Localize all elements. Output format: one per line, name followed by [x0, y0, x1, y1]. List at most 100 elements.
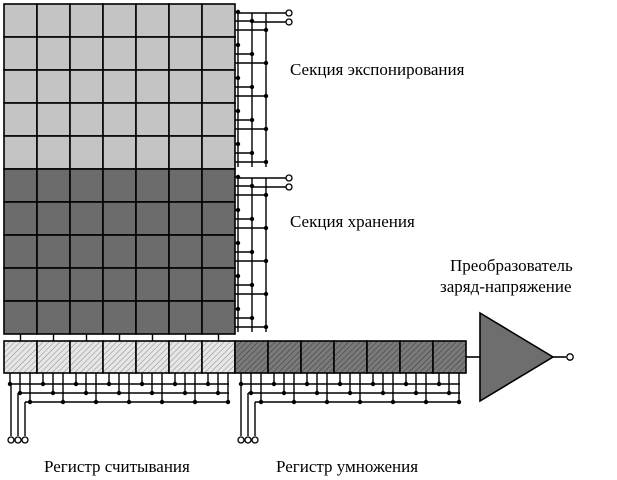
image-pixel-cell — [36, 36, 71, 71]
readout-register — [3, 340, 236, 374]
multiplication-register-clock-lines — [237, 373, 462, 444]
register-clock-junction — [446, 390, 452, 396]
storage-pixel-cell — [201, 201, 236, 236]
register-clock-junction — [423, 399, 429, 405]
register-clock-junction — [73, 381, 79, 387]
register-clock-junction — [159, 399, 165, 405]
clock-terminal-circle — [285, 183, 293, 191]
readout-register-clock-lines — [7, 373, 231, 444]
storage-pixel-cell — [135, 234, 170, 269]
register-clock-junction — [215, 390, 221, 396]
register-clock-junction — [192, 399, 198, 405]
transfer-ticks — [19, 334, 220, 341]
storage-pixel-cell — [168, 300, 203, 335]
multiplication-register-label: Регистр умножения — [276, 457, 418, 476]
clock-terminal-circle — [285, 18, 293, 26]
image-pixel-cell — [135, 135, 170, 170]
register-clock-junction — [7, 381, 13, 387]
storage-pixel-cell — [102, 201, 137, 236]
storage-pixel-cell — [36, 267, 71, 302]
storage-pixel-cell — [69, 168, 104, 203]
storage-pixel-cell — [168, 168, 203, 203]
register-clock-junction — [172, 381, 178, 387]
register-clock-junction — [337, 381, 343, 387]
register-clock-junction — [225, 399, 231, 405]
register-clock-junction — [126, 399, 132, 405]
register-clock-junction — [93, 399, 99, 405]
converter-label-line1: Преобразователь — [450, 256, 573, 275]
register-clock-junction — [403, 381, 409, 387]
image-pixel-cell — [3, 102, 38, 137]
storage-pixel-cell — [3, 201, 38, 236]
image-pixel-cell — [69, 3, 104, 38]
multiplication-register-cell — [300, 340, 335, 374]
clock-terminal-circle — [285, 9, 293, 17]
register-clock-junction — [83, 390, 89, 396]
image-pixel-cell — [135, 102, 170, 137]
image-section — [3, 3, 236, 170]
image-pixel-cell — [36, 135, 71, 170]
clock-terminal-circle — [285, 174, 293, 182]
storage-pixel-cell — [135, 168, 170, 203]
register-clock-junction — [60, 399, 66, 405]
image-pixel-cell — [69, 102, 104, 137]
storage-pixel-cell — [3, 234, 38, 269]
image-pixel-cell — [168, 69, 203, 104]
storage-pixel-cell — [36, 300, 71, 335]
image-pixel-cell — [168, 135, 203, 170]
image-pixel-cell — [201, 36, 236, 71]
image-pixel-cell — [3, 135, 38, 170]
register-clock-junction — [50, 390, 56, 396]
storage-pixel-cell — [135, 267, 170, 302]
storage-pixel-cell — [135, 201, 170, 236]
storage-section-clock-lines — [235, 174, 293, 332]
register-clock-junction — [436, 381, 442, 387]
register-clock-junction — [291, 399, 297, 405]
image-pixel-cell — [135, 69, 170, 104]
image-pixel-cell — [135, 3, 170, 38]
storage-pixel-cell — [201, 168, 236, 203]
readout-register-cell — [36, 340, 71, 374]
image-pixel-cell — [102, 69, 137, 104]
storage-pixel-cell — [69, 234, 104, 269]
multiplication-register-cell — [366, 340, 401, 374]
multiplication-register — [234, 340, 467, 374]
image-pixel-cell — [102, 102, 137, 137]
image-pixel-cell — [102, 36, 137, 71]
register-clock-junction — [304, 381, 310, 387]
multiplication-register-cell — [432, 340, 467, 374]
register-clock-junction — [40, 381, 46, 387]
storage-pixel-cell — [69, 300, 104, 335]
image-pixel-cell — [36, 3, 71, 38]
storage-pixel-cell — [3, 267, 38, 302]
image-pixel-cell — [168, 36, 203, 71]
storage-pixel-cell — [3, 168, 38, 203]
register-clock-junction — [380, 390, 386, 396]
register-clock-junction — [149, 390, 155, 396]
image-pixel-cell — [69, 135, 104, 170]
storage-pixel-cell — [36, 234, 71, 269]
register-clock-junction — [205, 381, 211, 387]
storage-pixel-cell — [201, 267, 236, 302]
storage-pixel-cell — [102, 267, 137, 302]
image-pixel-cell — [3, 3, 38, 38]
image-pixel-cell — [168, 102, 203, 137]
readout-register-cell — [201, 340, 236, 374]
multiplication-register-cell — [267, 340, 302, 374]
register-clock-junction — [182, 390, 188, 396]
storage-pixel-cell — [69, 267, 104, 302]
register-clock-junction — [139, 381, 145, 387]
register-clock-junction — [106, 381, 112, 387]
register-clock-junction — [390, 399, 396, 405]
register-clock-junction — [357, 399, 363, 405]
image-pixel-cell — [201, 102, 236, 137]
image-section-clock-lines — [235, 9, 293, 167]
storage-pixel-cell — [168, 201, 203, 236]
register-clock-terminal — [237, 436, 245, 444]
image-pixel-cell — [201, 69, 236, 104]
register-clock-terminal — [7, 436, 15, 444]
storage-section — [3, 168, 236, 335]
storage-pixel-cell — [201, 234, 236, 269]
